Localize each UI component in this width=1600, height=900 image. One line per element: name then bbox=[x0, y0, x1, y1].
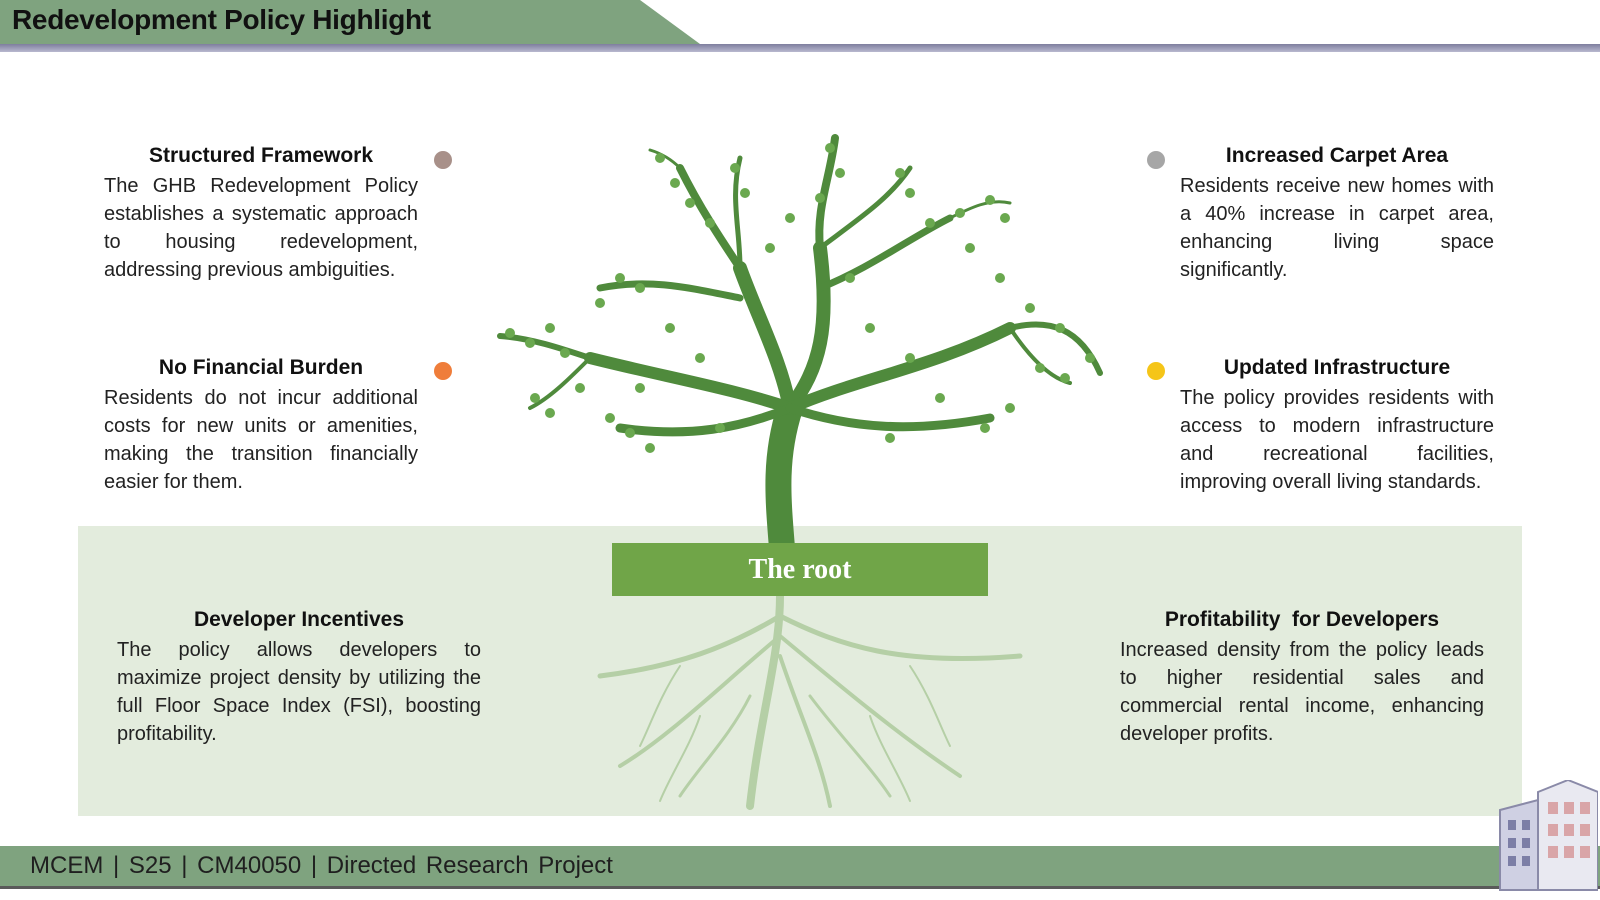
topic-title: Updated Infrastructure bbox=[1223, 356, 1451, 379]
bullet-dot-brown bbox=[434, 151, 452, 169]
topic-title: Profitability for Developers bbox=[1164, 608, 1440, 631]
topic-text: Increased density from the policy leads … bbox=[1120, 639, 1484, 745]
topic-no-financial-burden: No Financial Burden Residents do not inc… bbox=[104, 354, 418, 496]
root-label: The root bbox=[612, 543, 988, 596]
topic-title: Structured Framework bbox=[148, 144, 374, 167]
topic-text: Residents receive new homes with a 40% i… bbox=[1180, 175, 1494, 281]
bullet-dot-orange bbox=[434, 362, 452, 380]
topic-developer-incentives: Developer Incentives The policy allows d… bbox=[117, 606, 481, 748]
topic-text: The GHB Redevelopment Policy establishes… bbox=[104, 175, 418, 281]
footer-text: MCEM | S25 | CM40050 | Directed Research… bbox=[30, 852, 613, 879]
topic-text: The policy allows developers to maximize… bbox=[117, 639, 481, 745]
roots-icon bbox=[597, 596, 1023, 810]
footer-band bbox=[0, 846, 1600, 886]
building-icon bbox=[1499, 780, 1598, 891]
page-title: Redevelopment Policy Highlight bbox=[12, 4, 431, 35]
footer-divider bbox=[0, 886, 1600, 889]
topic-text: Residents do not incur additional costs … bbox=[104, 387, 418, 493]
topic-structured-framework: Structured Framework The GHB Redevelopme… bbox=[104, 142, 418, 284]
tree-icon bbox=[497, 134, 1103, 548]
topic-title: Developer Incentives bbox=[193, 608, 405, 631]
topic-text: The policy provides residents with acces… bbox=[1180, 387, 1494, 493]
topic-profitability-for-developers: Profitability for Developers Increased d… bbox=[1120, 606, 1484, 748]
topic-updated-infrastructure: Updated Infrastructure The policy provid… bbox=[1180, 354, 1494, 496]
header-band bbox=[0, 0, 700, 44]
bullet-dot-yellow bbox=[1147, 362, 1165, 380]
bullet-dot-gray bbox=[1147, 151, 1165, 169]
header-divider bbox=[0, 44, 1600, 52]
topic-title: Increased Carpet Area bbox=[1225, 144, 1449, 167]
topic-increased-carpet-area: Increased Carpet Area Residents receive … bbox=[1180, 142, 1494, 284]
topic-title: No Financial Burden bbox=[158, 356, 364, 379]
